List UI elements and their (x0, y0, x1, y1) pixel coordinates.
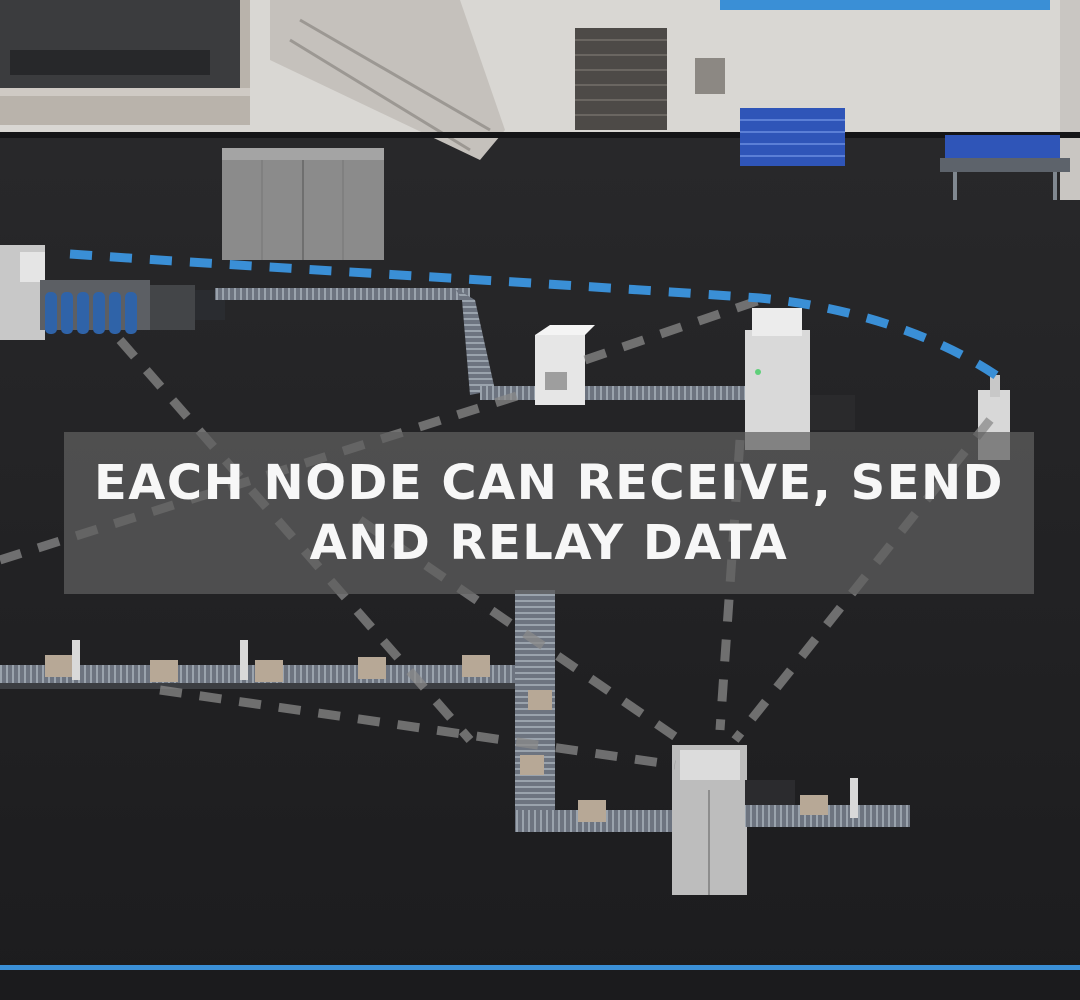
back-wall (0, 0, 1080, 200)
caption-line-1: EACH NODE CAN RECEIVE, SEND (93, 455, 1004, 511)
caption-banner: EACH NODE CAN RECEIVE, SEND AND RELAY DA… (64, 432, 1034, 594)
gateway-link (69, 249, 1003, 382)
inspection-machine (745, 308, 855, 450)
pallet-stack (740, 108, 845, 166)
mesh-link (357, 516, 683, 744)
machine-left (0, 245, 225, 340)
progress-accent-bar (0, 965, 1080, 970)
palletizer-cabinet (672, 745, 910, 895)
pallet-conveyor-right (940, 135, 1070, 200)
caption-line-2: AND RELAY DATA (309, 515, 789, 571)
bottom-strip (0, 970, 1080, 1000)
electrical-cabinet (222, 148, 384, 260)
conveyor-lower-left (0, 640, 520, 689)
mesh-link (159, 685, 676, 770)
gateway-box (535, 325, 595, 405)
conveyor-vertical (515, 590, 675, 832)
mesh-link (583, 295, 762, 365)
mesh-link (116, 337, 474, 743)
